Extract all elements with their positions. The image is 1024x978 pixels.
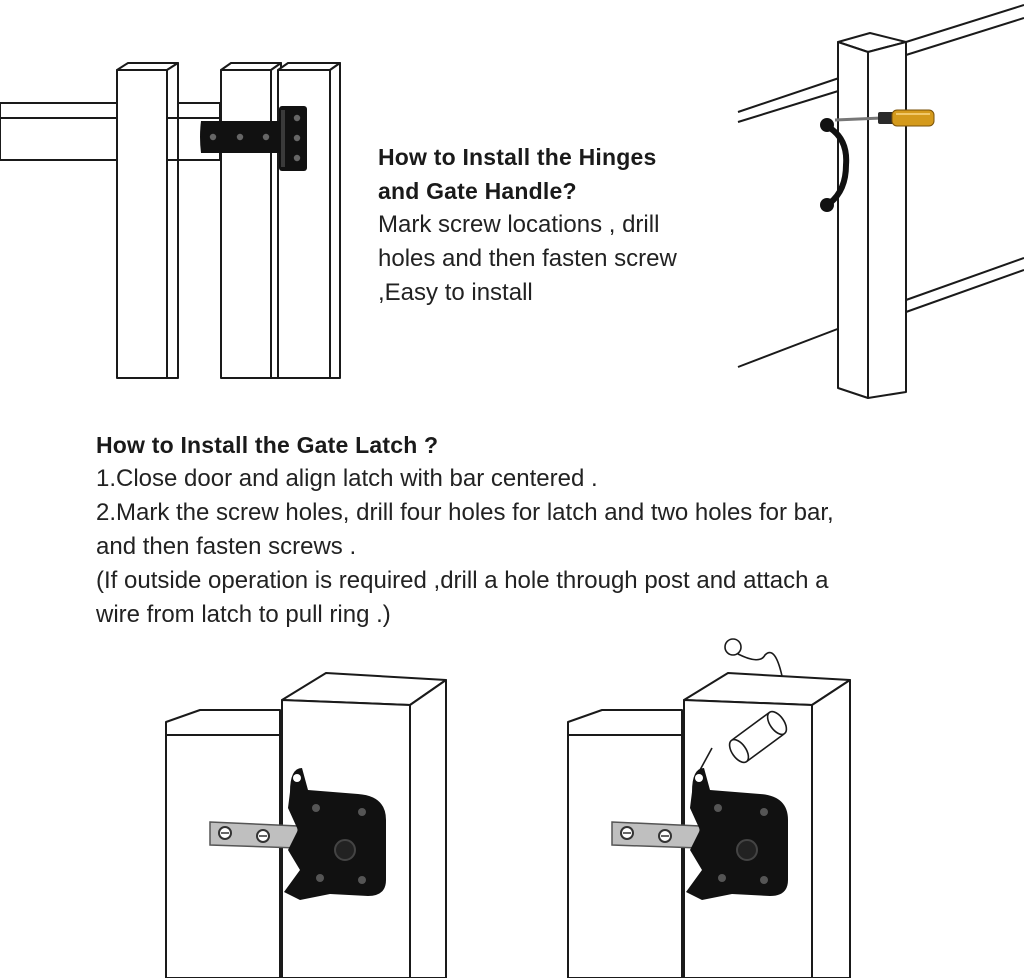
hinge-body-line1: Mark screw locations , drill [378,211,660,238]
latch-note-line1: (If outside operation is required ,drill… [96,567,829,594]
latch-note-line2: wire from latch to pull ring .) [96,601,391,628]
pull-handle [820,118,850,212]
hinge-body-line3: ,Easy to install [378,279,533,306]
latch-step2-line1: 2.Mark the screw holes, drill four holes… [96,499,834,526]
latch-instructions: How to Install the Gate Latch ? 1.Close … [96,428,996,632]
hinge-title-line2: and Gate Handle? [378,178,577,204]
gate-handle-illustration [737,4,1024,399]
hinge-title-line1: How to Install the Hinges [378,144,657,170]
gate-latch-left [209,768,386,900]
latch-step2-line2: and then fasten screws . [96,533,357,560]
hinge-instructions: How to Install the Hinges and Gate Handl… [378,140,738,310]
latch-step1: 1.Close door and align latch with bar ce… [96,465,598,492]
screwdriver [834,109,935,127]
drill-hole-cylinder [728,710,788,764]
hinge-body-line2: holes and then fasten screw [378,245,677,272]
pull-ring-wire [699,638,783,771]
latch-title: How to Install the Gate Latch ? [96,432,439,458]
t-hinge [200,106,307,171]
gate-latch-right [611,768,788,900]
